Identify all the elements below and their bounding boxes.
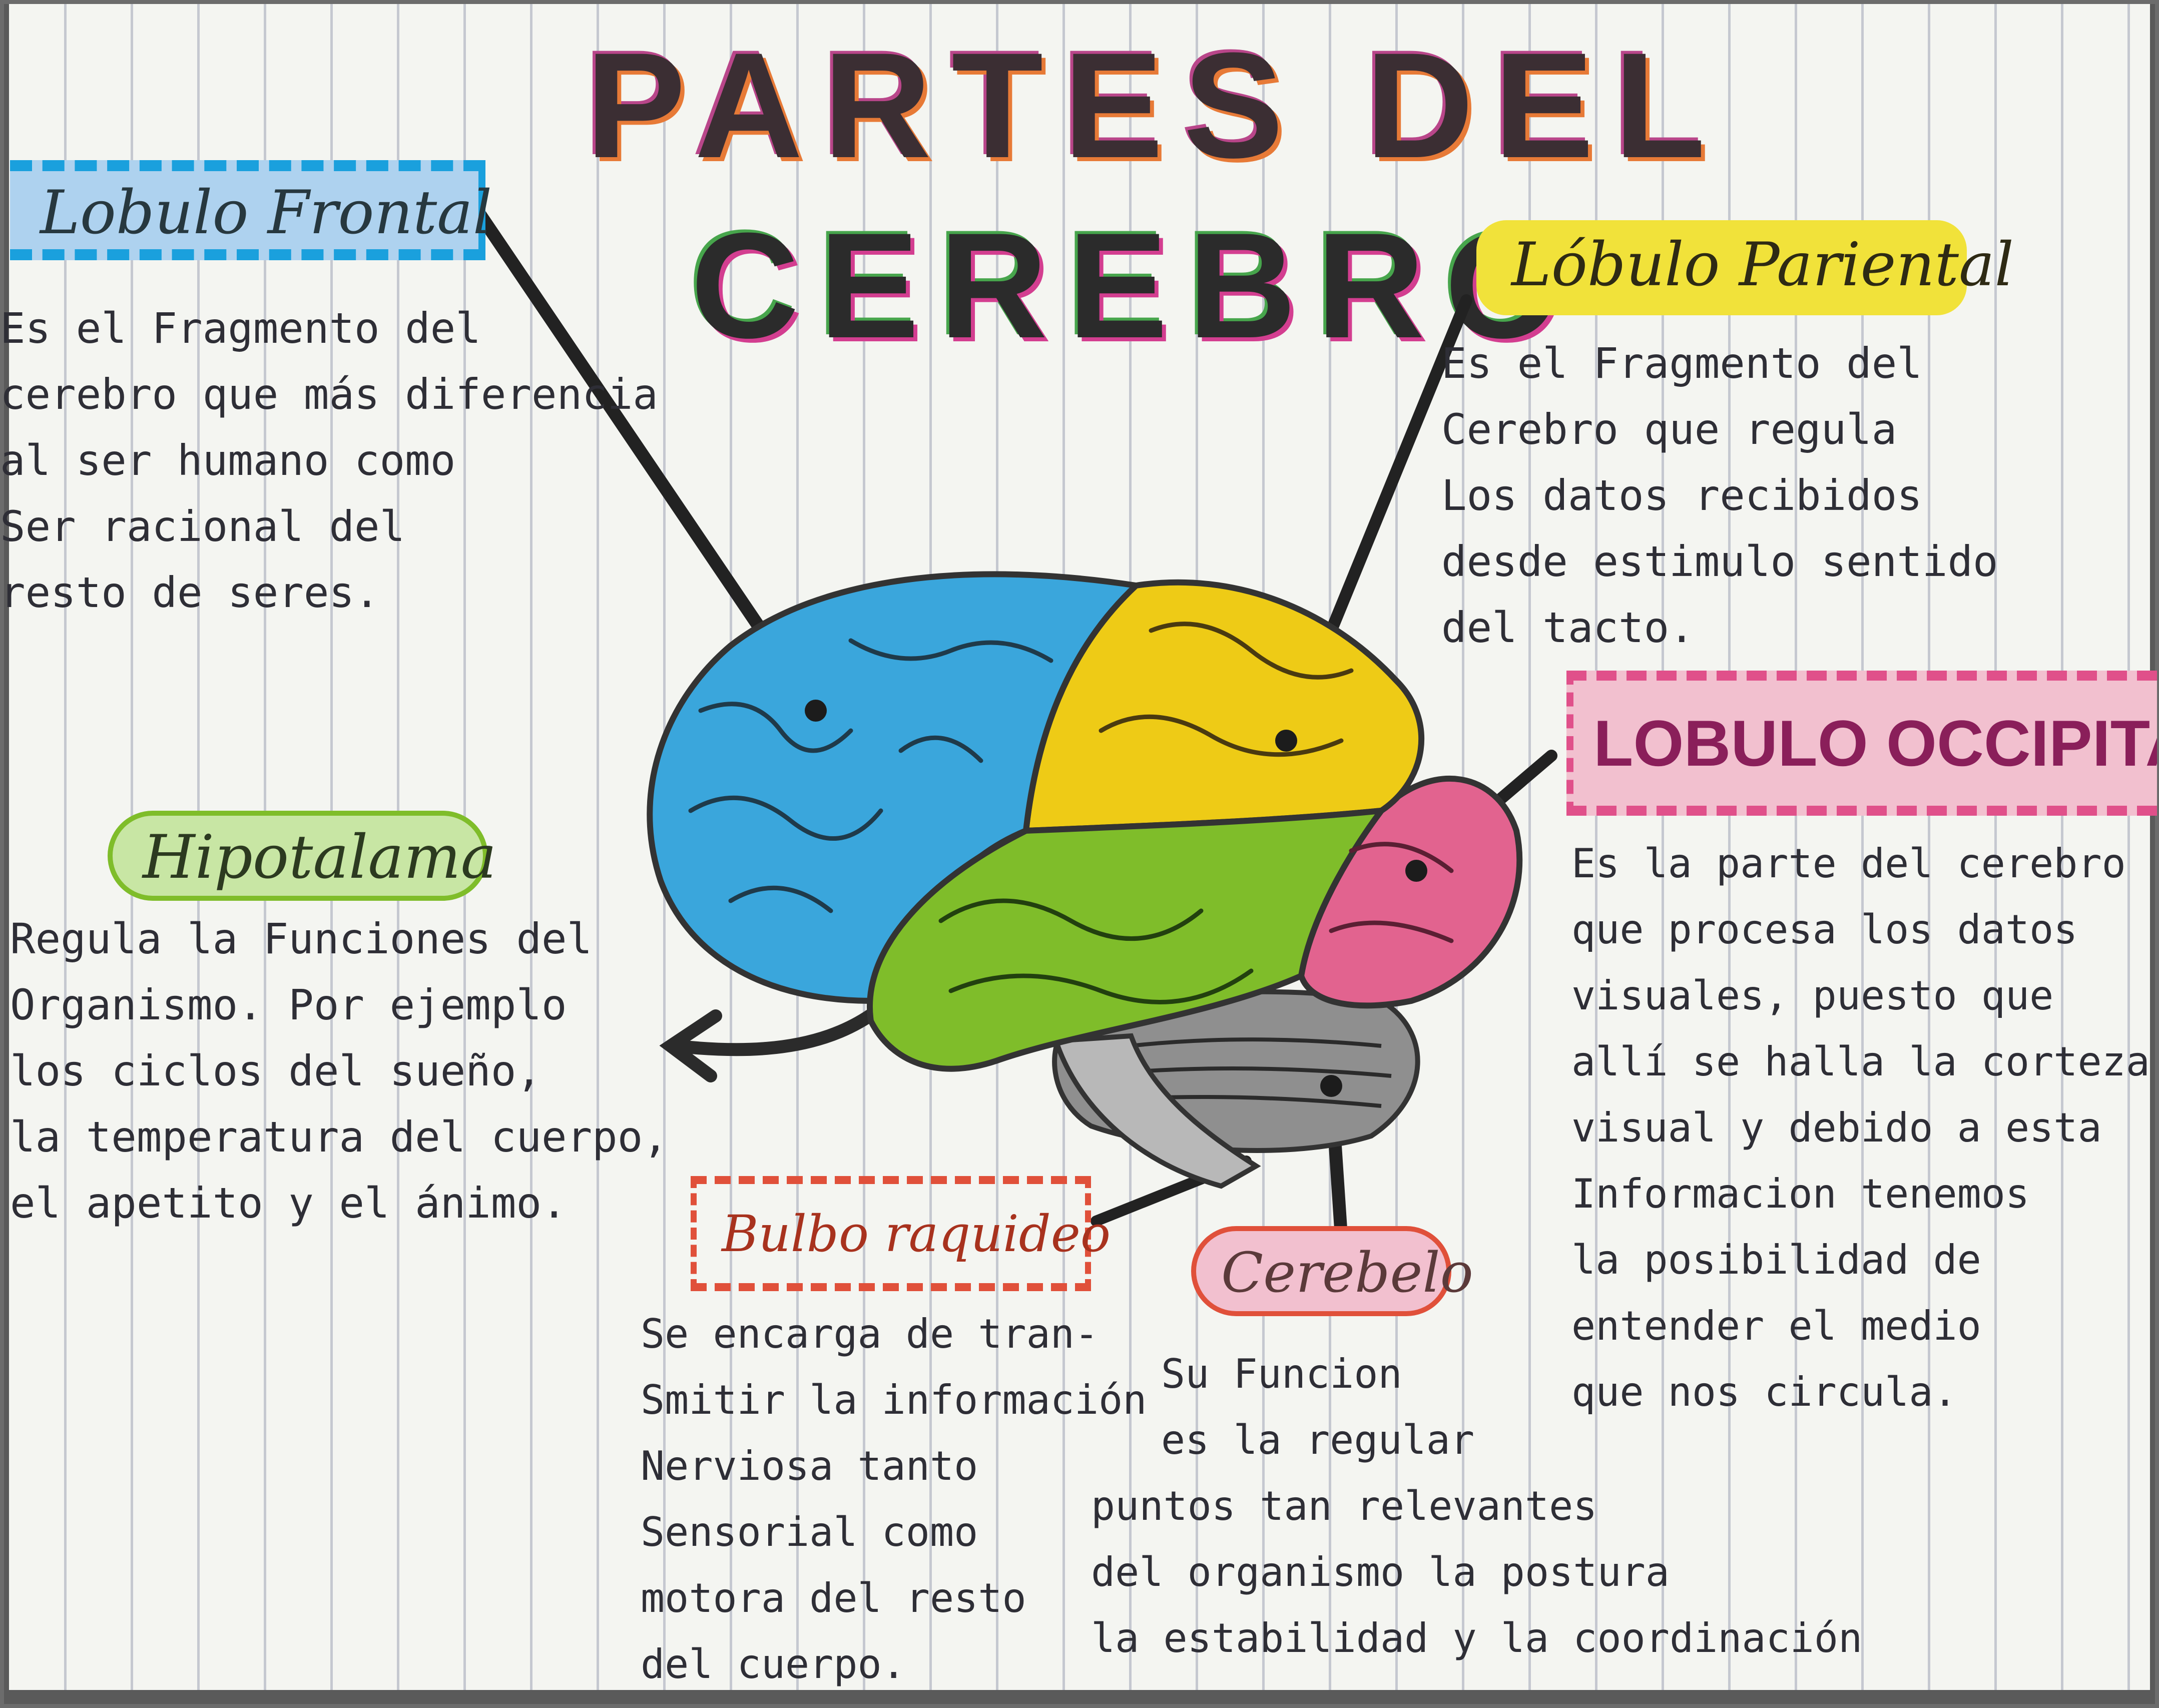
bulbo-description: Se encarga de tran- Smitir la informació…	[641, 1311, 1147, 1687]
parietal-description: Es el Fragmento del Cerebro que regula L…	[1441, 339, 1998, 652]
hipotalamo-description: Regula la Funciones del Organismo. Por e…	[10, 914, 668, 1228]
cerebelo-description-top: Su Funcion es la regular	[1161, 1351, 1475, 1463]
cerebelo-heading: Cerebelo	[1191, 1226, 1473, 1316]
frontal-marker-dot	[805, 700, 827, 722]
frontal-description: Es el Fragmento del cerebro que más dife…	[0, 304, 658, 617]
cerebelo-marker-dot	[1320, 1075, 1342, 1097]
occipital-description: Es la parte del cerebro que procesa los …	[1571, 840, 2150, 1415]
frontal-heading: Lobulo Frontal	[10, 160, 492, 260]
parietal-marker-dot	[1275, 730, 1297, 752]
occipital-marker-dot	[1405, 860, 1427, 882]
hipotalamo-heading: Hipotalama	[108, 811, 496, 901]
brainstem	[1052, 1033, 1261, 1189]
title-line-2: CEREBRO	[691, 201, 1582, 369]
brain-gyri	[688, 622, 1454, 1004]
bulbo-heading: Bulbo raquideo	[691, 1176, 1111, 1291]
occipital-heading: LOBULO OCCIPITAL	[1566, 671, 2157, 816]
parietal-heading: Lóbulo Pariental	[1476, 220, 2014, 315]
frontal-lobe	[647, 571, 1143, 1004]
title-line-1: PARTES DEL	[586, 21, 1726, 189]
cerebelo-description-bottom: puntos tan relevantes del organismo la p…	[1091, 1483, 1863, 1661]
